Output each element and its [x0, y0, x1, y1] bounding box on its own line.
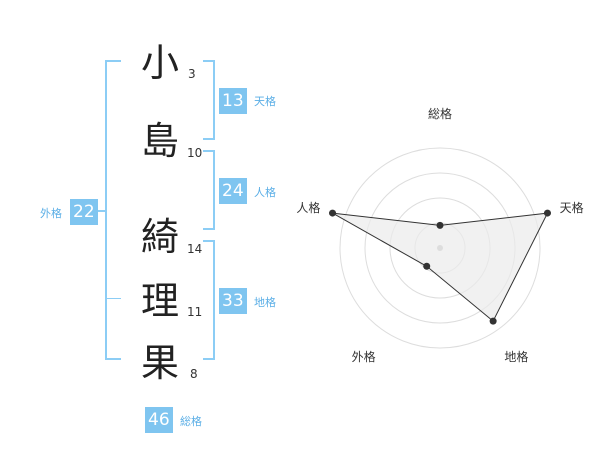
tenkaku-label: 天格	[254, 95, 276, 108]
jinkaku-bracket	[203, 150, 215, 230]
name-char-3: 綺	[140, 215, 179, 259]
radar-point-4	[329, 209, 337, 217]
radar-point-3	[423, 262, 431, 270]
gaikaku-bracket	[105, 60, 121, 360]
radar-axis-label-3: 外格	[352, 349, 376, 364]
tenkaku-badge: 13	[219, 88, 247, 114]
radar-axis-label-0: 総格	[428, 106, 452, 121]
stroke-count-5: 8	[190, 367, 198, 381]
gaikaku-badge: 22	[70, 199, 98, 225]
stroke-count-1: 3	[188, 67, 196, 81]
gaikaku-inner-tick	[105, 298, 121, 299]
stroke-count-3: 14	[187, 242, 203, 256]
radar-axis-label-1: 天格	[560, 200, 584, 215]
radar-point-2	[489, 317, 497, 325]
gaikaku-label: 外格	[40, 207, 62, 220]
radar-ring-4	[339, 147, 541, 349]
stroke-count-4: 11	[187, 305, 203, 319]
radar-point-0	[436, 221, 444, 229]
name-char-1: 小	[140, 41, 179, 85]
chikaku-bracket	[203, 240, 215, 360]
radar-axis-label-2: 地格	[504, 349, 528, 364]
name-char-4: 理	[140, 279, 179, 323]
jinkaku-label: 人格	[254, 186, 276, 199]
radar-axis-label-4: 人格	[296, 200, 320, 215]
soukaku-badge: 46	[145, 407, 173, 433]
radar-point-1	[543, 209, 551, 217]
chikaku-label: 地格	[254, 296, 276, 309]
tenkaku-bracket	[203, 60, 215, 140]
gaikaku-connector	[96, 210, 106, 212]
chikaku-badge: 33	[219, 288, 247, 314]
jinkaku-badge: 24	[219, 178, 247, 204]
name-char-5: 果	[140, 341, 179, 385]
name-char-2: 島	[140, 119, 179, 163]
radar-area	[329, 209, 551, 325]
stroke-count-2: 10	[187, 146, 203, 160]
soukaku-label: 総格	[180, 415, 202, 428]
radar-polygon	[332, 212, 549, 322]
